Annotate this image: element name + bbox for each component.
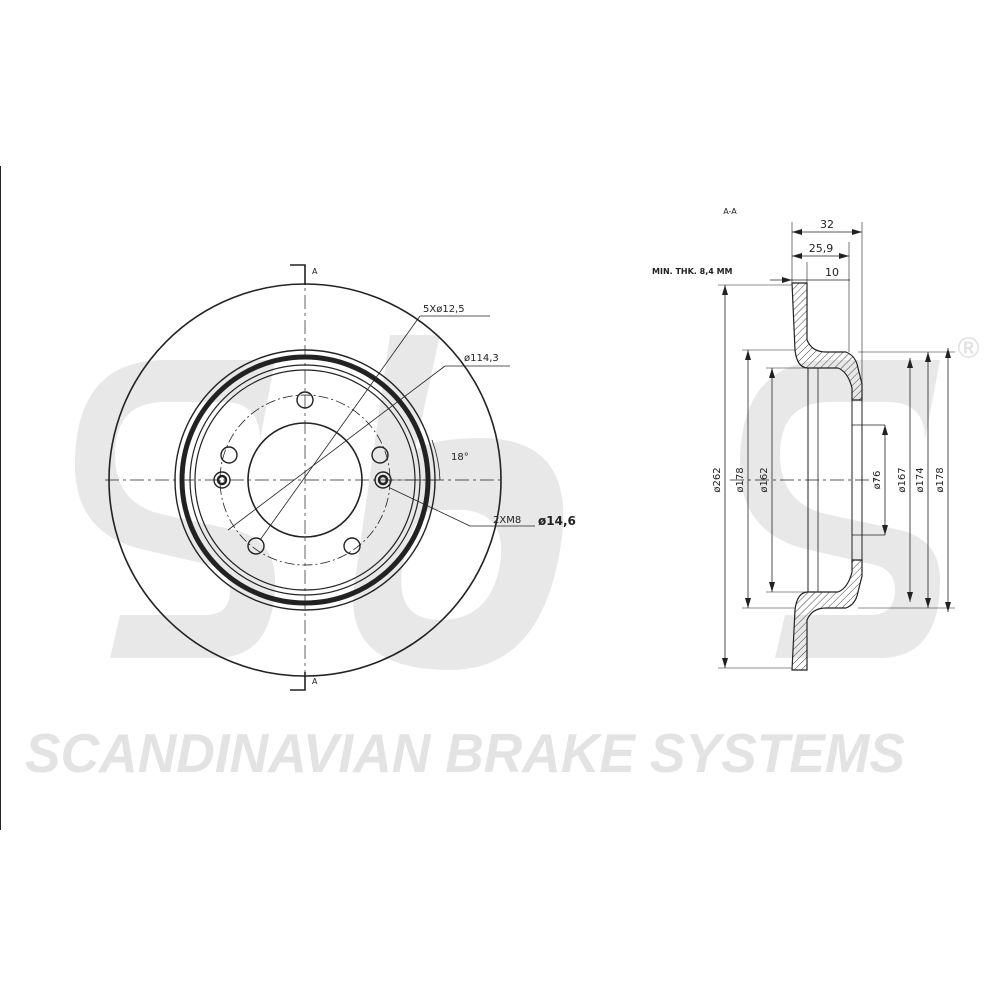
angle-arc (431, 439, 441, 481)
width-disc-label: 10 (825, 266, 839, 279)
frame-border-line (0, 166, 1, 830)
dimension-arrows (722, 229, 951, 668)
center-bore-label: ø14,6 (538, 514, 576, 528)
dia-76-label: ø76 (872, 471, 883, 490)
section-label-top: A (312, 267, 318, 276)
thread-label: 2XM8 (493, 515, 521, 526)
registered-mark: ® (957, 332, 980, 365)
leader-thread (389, 487, 471, 527)
dia-178-left-label: ø178 (735, 467, 746, 492)
section-mark-top (290, 264, 306, 285)
section-label-bottom: A (312, 677, 318, 686)
min-thickness-label: MIN. THK. 8,4 MM (652, 267, 733, 276)
front-view (105, 264, 535, 691)
angle-label: 18° (451, 452, 469, 463)
dia-178-right-label: ø178 (935, 467, 946, 492)
section-mark-bottom (290, 672, 306, 691)
bolt-holes-label: 5Xø12,5 (423, 304, 465, 315)
bolt-hole (247, 537, 265, 555)
section-view (718, 222, 955, 671)
dia-outer-label: ø262 (712, 467, 723, 492)
dia-167-label: ø167 (897, 467, 908, 492)
bolt-hole (343, 537, 361, 555)
width-total-label: 32 (820, 218, 834, 231)
pcd-label: ø114,3 (464, 353, 499, 364)
watermark-logo (75, 335, 940, 670)
dia-174-label: ø174 (915, 467, 926, 492)
width-hat-label: 25,9 (809, 242, 834, 255)
section-title: A-A (723, 207, 737, 216)
bolt-hole (220, 446, 238, 464)
leader-pcd (227, 365, 446, 531)
section-profile-bottom (791, 559, 863, 671)
watermark-tagline: SCANDINAVIAN BRAKE SYSTEMS (25, 722, 905, 784)
leader-bolt-holes (259, 315, 421, 541)
bolt-hole (371, 446, 389, 464)
dia-162-label: ø162 (759, 467, 770, 492)
